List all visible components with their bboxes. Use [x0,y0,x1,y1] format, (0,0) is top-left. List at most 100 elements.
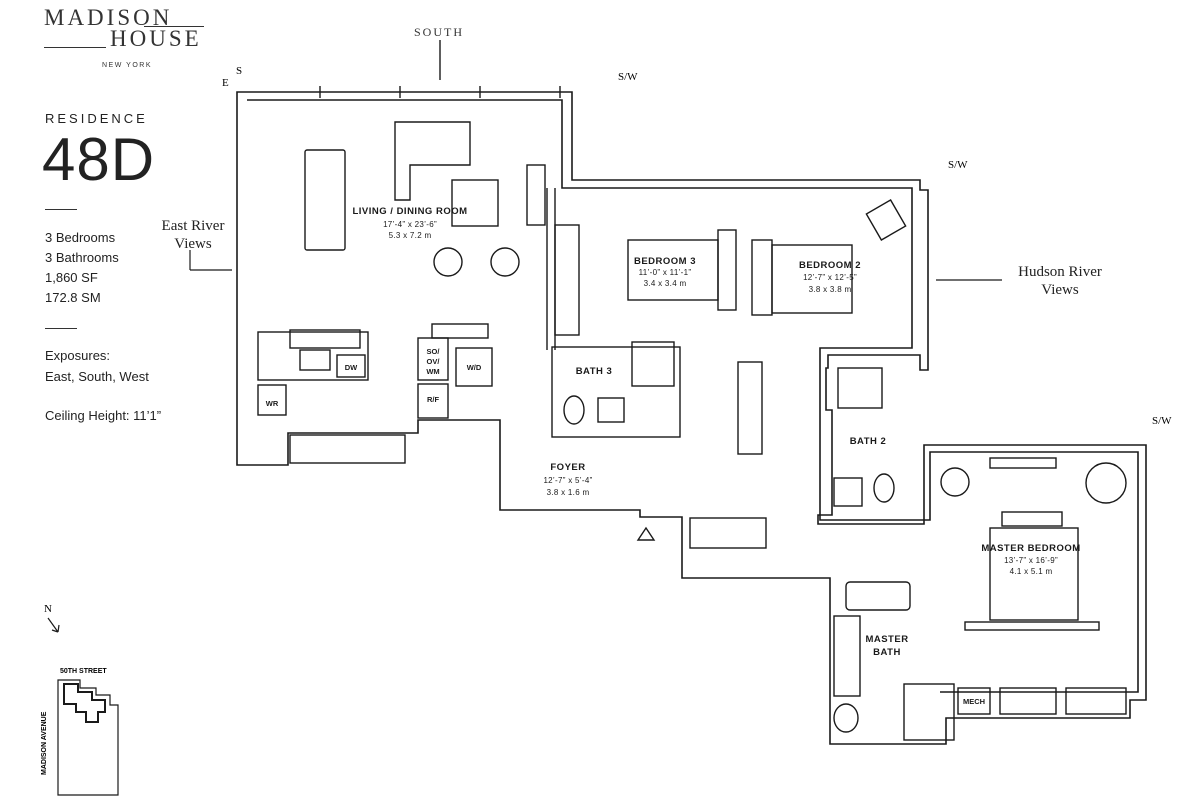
foyer-label: FOYER [550,462,585,473]
hudson-views-line-1: Hudson River [1018,264,1102,280]
master-closet [1065,687,1127,715]
bedroom-3-dim-m: 3.4 x 3.4 m [644,279,687,288]
wine-refrigerator [257,384,287,416]
bath-2-sink [833,477,863,507]
bath-3-room [551,346,681,438]
master-vanity [833,615,861,697]
interior-wall-line [247,99,1139,693]
bath-3-sink [597,397,625,423]
hudson-river-views-label: Hudson River Views [1005,263,1115,299]
master-bathtub [845,581,911,611]
east-views-line-1: East River [161,218,225,234]
brand-city: NEW YORK [102,62,152,69]
north-arrow-icon [47,617,60,633]
kitchen-island [289,329,361,349]
bedroom-2-dim-m: 3.8 x 3.8 m [809,285,852,294]
bath-2-label: BATH 2 [850,436,887,447]
rf-label: R/F [427,395,440,404]
sofa [394,121,471,201]
bath-3-label: BATH 3 [576,366,613,377]
wd-label: W/D [467,363,482,372]
master-bath-label-2: BATH [873,647,901,658]
direction-sw-1: S/W [618,71,638,83]
bath-2-toilet [873,473,895,503]
bedroom-3-bed-head [717,229,737,311]
direction-e: E [222,77,229,89]
exposures-label: Exposures: [45,348,111,363]
exterior-wall [236,91,1147,745]
dishwasher [336,354,366,378]
bathrooms-count: 3 Bathrooms [45,250,119,266]
armchair [490,247,520,277]
residence-number: 48D [42,126,156,193]
master-shower [903,683,955,741]
hudson-views-line-2: Views [1041,282,1079,298]
media-console [526,164,546,226]
kitchen-counter [257,331,369,381]
area-sf: 1,860 SF [45,270,98,286]
bedroom-3-closet [554,224,580,336]
bedroom-3-bed [627,239,719,301]
brand-line-2: HOUSE [110,26,202,51]
area-sm: 172.8 SM [45,290,101,306]
shelf [431,323,489,339]
direction-sw-2: S/W [948,159,968,171]
dining-table [304,149,346,251]
east-views-line-2: Views [174,236,212,252]
coffee-table [451,179,499,227]
so-label-3: WM [426,367,439,376]
master-bedroom-dim-ft: 13’-7” x 16’-9” [1004,556,1058,565]
key-plan-outline [57,679,119,796]
bedroom-2-chair [865,199,907,241]
divider [45,328,77,329]
master-bath-label-1: MASTER [865,634,908,645]
brand-logo: MADISON HOUSE NEW YORK [44,4,214,74]
bath-3-shower [631,341,675,387]
so-label-2: OV/ [427,357,441,366]
master-toilet [833,703,859,733]
dw-label: DW [345,363,358,372]
living-room-label: LIVING / DINING ROOM [352,206,467,217]
direction-s: S [236,65,242,77]
master-bed-headboard [964,621,1100,631]
bath-3-toilet [563,395,585,425]
refrigerator [417,383,449,419]
bedrooms-count: 3 Bedrooms [45,230,116,245]
master-round-table [1085,462,1127,504]
mech-room [957,687,991,715]
master-armchair [940,467,970,497]
wr-label: WR [266,399,279,408]
exposures-value: East, South, West [45,369,149,384]
brand-line-1: MADISON [44,5,173,30]
key-plan-unit [63,683,106,723]
bedroom-3-label: BEDROOM 3 [634,256,696,267]
bedroom-3-dim-ft: 11’-0” x 11’-1” [639,268,692,277]
master-bedroom-dim-m: 4.1 x 5.1 m [1010,567,1053,576]
living-room-dim-m: 5.3 x 7.2 m [389,231,432,240]
east-river-views-label: East River Views [148,217,238,253]
master-dresser [1001,511,1063,527]
kitchen-sink [299,349,331,371]
living-room-dim-ft: 17’-4” x 23’-6” [383,220,437,229]
cooktop-counter [289,434,406,464]
brand-rule-right [144,26,204,27]
entry-marker [636,526,656,541]
master-bed [989,527,1079,621]
direction-south: SOUTH [414,25,465,39]
foyer-closet [689,517,767,549]
washer-dryer [455,347,493,387]
bedroom-2-bed-head [751,239,773,316]
divider [45,209,77,210]
residence-stats: 3 Bedrooms 3 Bathrooms 1,860 SF 172.8 SM [45,228,119,309]
master-closet [999,687,1057,715]
bedroom-2-closet [737,361,763,455]
mech-label: MECH [963,697,985,706]
key-plan-street: 50TH STREET [60,668,107,675]
so-label-1: SO/ [427,347,441,356]
brand-rule-left [44,47,106,48]
armchair [433,247,463,277]
master-console [989,457,1057,469]
residence-label: RESIDENCE [45,111,148,126]
bedroom-2-label: BEDROOM 2 [799,260,861,271]
